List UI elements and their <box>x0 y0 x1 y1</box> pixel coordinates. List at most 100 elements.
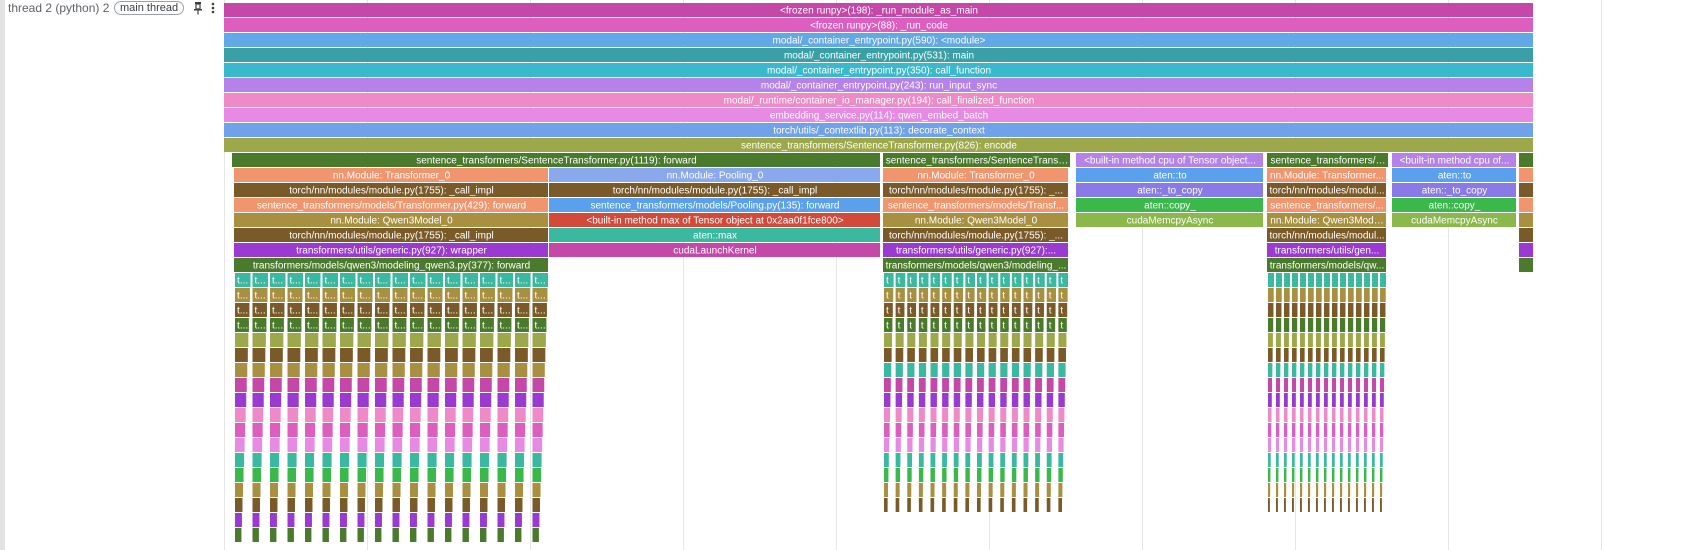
dense-frame[interactable] <box>235 303 250 317</box>
dense-frame[interactable] <box>305 423 316 437</box>
dense-frame[interactable] <box>988 468 994 482</box>
dense-frame[interactable] <box>1348 423 1352 437</box>
frame-bar[interactable] <box>1267 213 1386 227</box>
flame-frame[interactable]: nn.Module: Qwen3Model_0 <box>234 213 548 227</box>
dense-frame[interactable] <box>1372 468 1375 482</box>
dense-frame[interactable] <box>1364 483 1367 497</box>
dense-frame[interactable] <box>1380 348 1385 362</box>
dense-frame[interactable] <box>1316 408 1320 422</box>
dense-frame[interactable] <box>287 423 298 437</box>
dense-frame[interactable] <box>953 468 959 482</box>
dense-frame[interactable] <box>895 288 905 302</box>
dense-frame[interactable] <box>357 438 368 452</box>
dense-frame[interactable] <box>270 468 279 482</box>
dense-frame[interactable] <box>497 453 507 467</box>
dense-frame[interactable] <box>1284 348 1289 362</box>
dense-frame[interactable] <box>1000 333 1009 347</box>
dense-frame[interactable] <box>515 438 525 452</box>
dense-frame[interactable] <box>895 408 902 422</box>
flame-frame[interactable]: sentence_transformers/… <box>1267 153 1388 167</box>
frame-bar[interactable] <box>883 228 1068 242</box>
frame-bar[interactable] <box>224 33 1533 47</box>
dense-frame[interactable] <box>942 438 948 452</box>
dense-frame[interactable] <box>322 468 332 482</box>
dense-frame[interactable] <box>977 438 983 452</box>
dense-frame[interactable] <box>1268 438 1271 452</box>
dense-frame[interactable] <box>480 318 494 332</box>
dense-frame[interactable] <box>287 513 295 527</box>
flame-frame[interactable]: cudaMemcpyAsync <box>1076 213 1263 227</box>
dense-frame[interactable] <box>1046 423 1053 437</box>
dense-frame[interactable] <box>1372 363 1377 377</box>
flame-frame[interactable]: modal/_container_entrypoint.py(531): mai… <box>224 48 1533 62</box>
dense-frame[interactable] <box>942 453 947 467</box>
dense-frame[interactable] <box>1046 393 1054 407</box>
flame-frame[interactable] <box>1519 153 1533 167</box>
dense-frame[interactable] <box>357 498 365 512</box>
dense-frame[interactable] <box>1000 303 1010 317</box>
dense-frame[interactable] <box>1046 348 1055 362</box>
dense-frame[interactable] <box>410 528 417 542</box>
dense-frame[interactable] <box>1340 408 1344 422</box>
dense-frame[interactable] <box>918 393 926 407</box>
dense-frame[interactable] <box>1380 333 1385 347</box>
dense-frame[interactable] <box>462 438 473 452</box>
dense-frame[interactable] <box>357 453 367 467</box>
dense-frame[interactable] <box>357 288 373 302</box>
dense-frame[interactable] <box>515 513 522 527</box>
dense-frame[interactable] <box>375 483 384 497</box>
dense-frame[interactable] <box>305 273 321 287</box>
frame-bar[interactable] <box>1076 198 1263 212</box>
dense-frame[interactable] <box>1316 363 1321 377</box>
dense-frame[interactable] <box>1046 438 1052 452</box>
dense-frame[interactable] <box>884 348 892 362</box>
dense-frame[interactable] <box>340 438 350 452</box>
dense-frame[interactable] <box>907 408 914 422</box>
dense-frame[interactable] <box>1348 438 1351 452</box>
dense-frame[interactable] <box>392 423 403 437</box>
dense-frame[interactable] <box>1035 408 1042 422</box>
dense-frame[interactable] <box>977 378 984 392</box>
dense-frame[interactable] <box>1292 438 1295 452</box>
dense-frame[interactable] <box>445 468 454 482</box>
dense-frame[interactable] <box>1332 273 1338 287</box>
dense-frame[interactable] <box>1356 483 1359 497</box>
dense-frame[interactable] <box>410 348 423 362</box>
dense-frame[interactable] <box>1340 393 1344 407</box>
dense-frame[interactable] <box>1364 423 1368 437</box>
dense-frame[interactable] <box>918 423 925 437</box>
dense-frame[interactable] <box>1035 378 1042 392</box>
dense-frame[interactable] <box>235 468 244 482</box>
dense-frame[interactable] <box>1300 288 1306 302</box>
frame-bar[interactable] <box>224 78 1533 92</box>
flame-frame[interactable] <box>1519 198 1533 212</box>
dense-frame[interactable] <box>1046 273 1057 287</box>
frame-bar[interactable] <box>234 243 548 257</box>
dense-frame[interactable] <box>1011 318 1021 332</box>
frame-bar[interactable] <box>1519 213 1533 227</box>
dense-frame[interactable] <box>895 393 903 407</box>
dense-frame[interactable] <box>1046 408 1053 422</box>
dense-frame[interactable] <box>884 378 891 392</box>
dense-frame[interactable] <box>965 318 974 332</box>
dense-frame[interactable] <box>1348 393 1352 407</box>
dense-frame[interactable] <box>1340 453 1343 467</box>
dense-frame[interactable] <box>1000 438 1006 452</box>
frame-bar[interactable] <box>1267 243 1386 257</box>
flame-frame[interactable]: cudaLaunchKernel <box>549 243 880 257</box>
dense-frame[interactable] <box>1276 483 1279 497</box>
dense-frame[interactable] <box>1000 288 1010 302</box>
flame-frame[interactable]: torch/nn/modules/modul... <box>1267 183 1386 197</box>
dense-frame[interactable] <box>480 273 496 287</box>
dense-frame[interactable] <box>1380 378 1385 392</box>
flame-frame[interactable]: aten::copy_ <box>1076 198 1263 212</box>
dense-frame[interactable] <box>1364 363 1369 377</box>
frame-bar[interactable] <box>883 258 1068 272</box>
frame-bar[interactable] <box>1519 258 1533 272</box>
dense-frame[interactable] <box>287 468 297 482</box>
dense-frame[interactable] <box>427 453 437 467</box>
dense-frame[interactable] <box>930 468 935 482</box>
dense-frame[interactable] <box>392 438 403 452</box>
dense-frame[interactable] <box>480 453 490 467</box>
dense-frame[interactable] <box>340 483 349 497</box>
